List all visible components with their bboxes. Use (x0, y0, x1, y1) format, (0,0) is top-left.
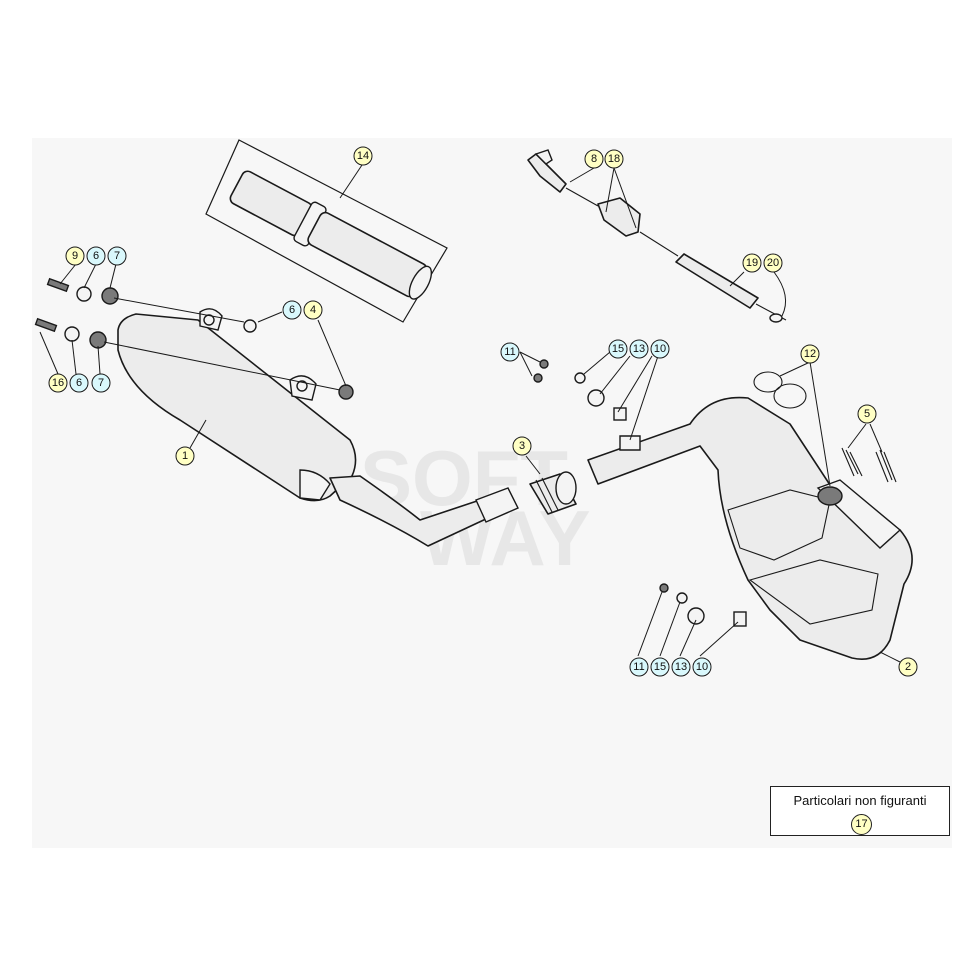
callout-8[interactable]: 8 (584, 149, 604, 169)
part-silencer (117, 308, 519, 547)
callout-label: 11 (504, 346, 515, 358)
callout-11-bottom[interactable]: 11 (629, 657, 649, 677)
callout-14[interactable]: 14 (353, 146, 373, 166)
part-springs (841, 447, 897, 483)
callout-label: 13 (675, 661, 687, 673)
callout-3[interactable]: 3 (512, 436, 532, 456)
callout-13-bottom[interactable]: 13 (671, 657, 691, 677)
callout-20[interactable]: 20 (763, 253, 783, 273)
callout-9[interactable]: 9 (65, 246, 85, 266)
callout-11-top[interactable]: 11 (500, 342, 520, 362)
callout-7-bottom[interactable]: 7 (91, 373, 111, 393)
callout-10-bottom[interactable]: 10 (692, 657, 712, 677)
callout-label: 6 (76, 377, 82, 389)
part-vent-hose (527, 149, 787, 323)
callout-label: 1 (182, 450, 188, 462)
callout-label: 6 (289, 304, 295, 316)
parts-not-shown-box: Particolari non figuranti 17 (770, 786, 950, 836)
callout-label: 7 (98, 377, 104, 389)
callout-label: 6 (93, 250, 99, 262)
callout-label: 12 (804, 348, 816, 360)
callout-label: 7 (114, 250, 120, 262)
callout-label: 19 (746, 257, 758, 269)
callout-4[interactable]: 4 (303, 300, 323, 320)
callout-label: 18 (608, 153, 620, 165)
callout-label: 2 (905, 661, 911, 673)
part-expansion-chamber (587, 396, 913, 660)
callout-12[interactable]: 12 (800, 344, 820, 364)
callout-13-top[interactable]: 13 (629, 339, 649, 359)
callout-label: 11 (633, 661, 644, 673)
callout-2[interactable]: 2 (898, 657, 918, 677)
callout-label: 10 (654, 343, 666, 355)
callout-5[interactable]: 5 (857, 404, 877, 424)
callout-label: 10 (696, 661, 708, 673)
callout-16[interactable]: 16 (48, 373, 68, 393)
callout-18[interactable]: 18 (604, 149, 624, 169)
part-coupler (529, 471, 577, 515)
callout-15-top[interactable]: 15 (608, 339, 628, 359)
callout-1[interactable]: 1 (175, 446, 195, 466)
watermark: SOFT WAY (360, 434, 591, 582)
callout-label: 15 (612, 343, 624, 355)
callout-label: 4 (310, 304, 316, 316)
callout-19[interactable]: 19 (742, 253, 762, 273)
callout-label: 3 (519, 440, 525, 452)
callout-15-bottom[interactable]: 15 (650, 657, 670, 677)
callout-6-top[interactable]: 6 (86, 246, 106, 266)
callout-10-top[interactable]: 10 (650, 339, 670, 359)
part-silencer-packing (205, 139, 448, 323)
callout-labels: 14 8 18 19 20 9 6 7 6 4 16 6 7 1 11 15 1… (48, 146, 918, 677)
callout-7-top[interactable]: 7 (107, 246, 127, 266)
callout-6-mid[interactable]: 6 (282, 300, 302, 320)
callout-label: 9 (72, 250, 78, 262)
callout-label: 5 (864, 408, 870, 420)
callout-label: 14 (357, 150, 369, 162)
callout-17[interactable]: 17 (851, 814, 872, 835)
callout-label: 20 (767, 257, 779, 269)
part-o-rings (753, 371, 807, 409)
callout-label: 16 (52, 377, 64, 389)
leader-lines (39, 164, 901, 663)
callout-6-bottom[interactable]: 6 (69, 373, 89, 393)
callout-label: 13 (633, 343, 645, 355)
parts-not-shown-title: Particolari non figuranti (793, 793, 927, 808)
callout-label: 8 (591, 153, 597, 165)
callout-label: 15 (654, 661, 666, 673)
